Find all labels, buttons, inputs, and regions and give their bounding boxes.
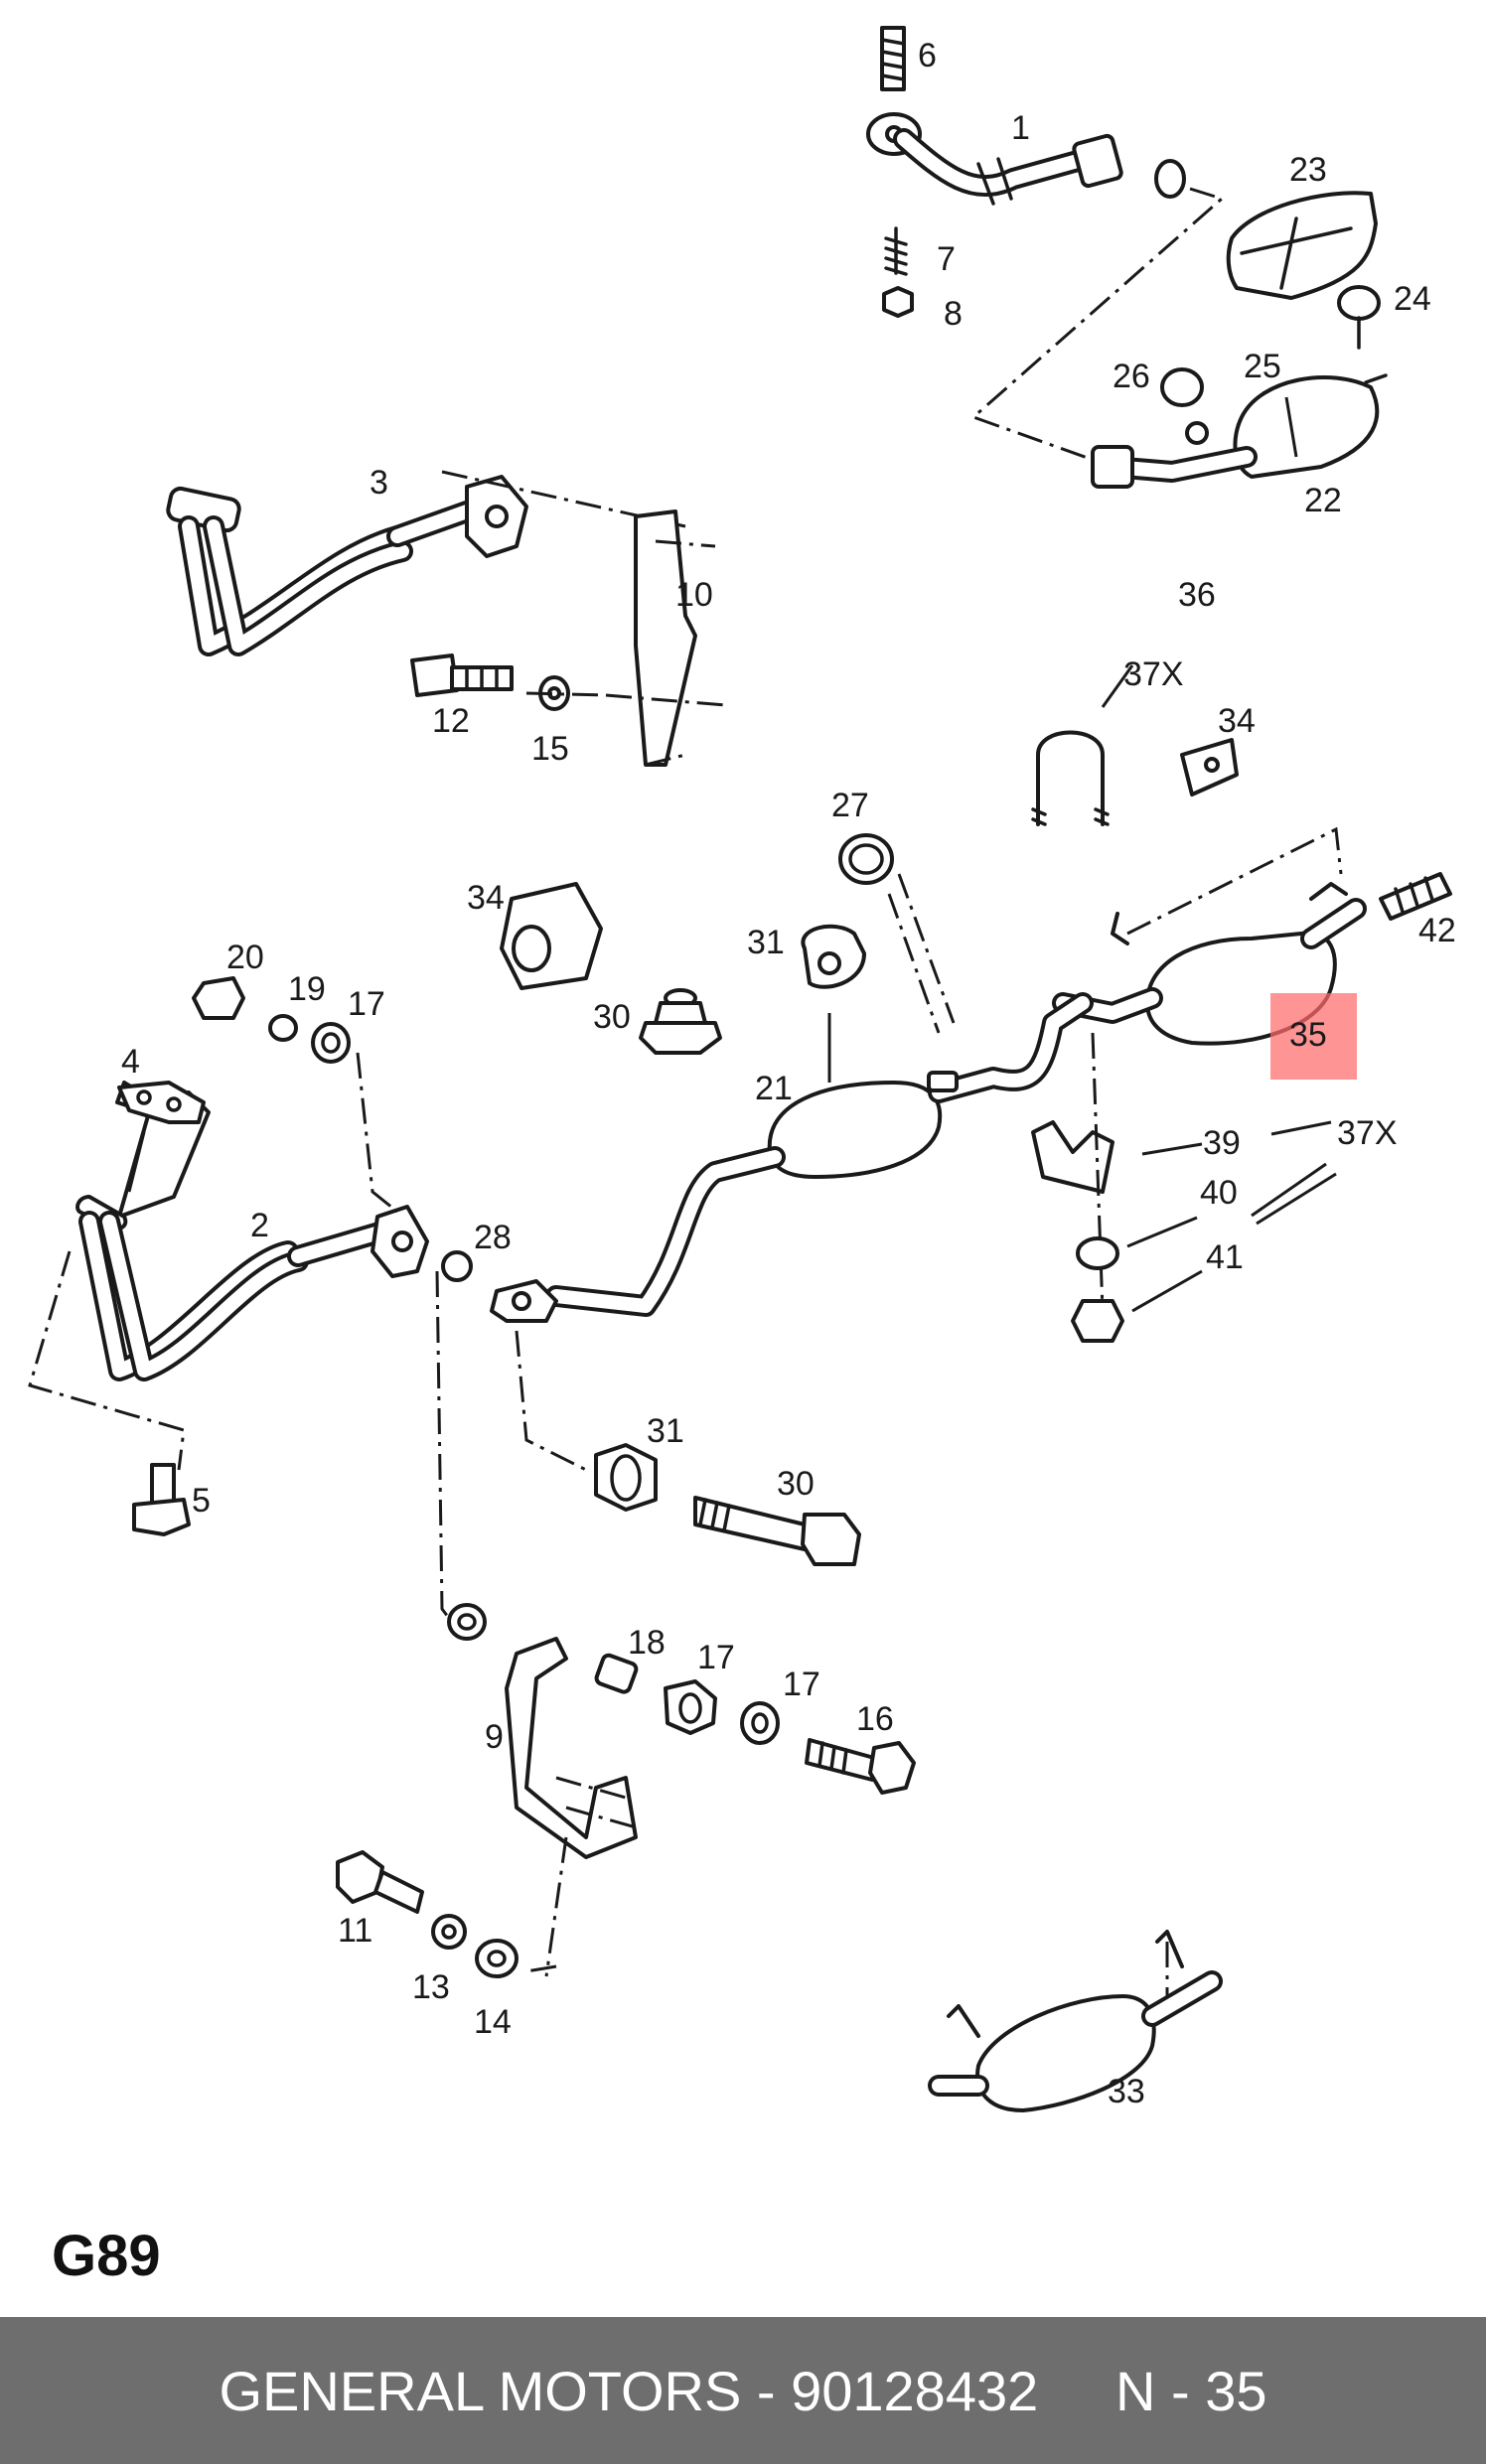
front-pipe-top-assembly [866,26,1388,489]
callout-27[interactable]: 26 [1113,358,1150,395]
callout-1[interactable]: 1 [1011,109,1030,147]
callout-10[interactable]: 10 [675,576,713,614]
callout-17-top[interactable]: 17 [348,985,385,1023]
callout-14[interactable]: 14 [474,2003,512,2041]
callout-2[interactable]: 2 [250,1207,269,1244]
callout-37X-top[interactable]: 36 [1178,576,1216,614]
callout-25[interactable]: 24 [1394,280,1431,318]
callout-20[interactable]: 19 [288,970,326,1008]
callout-28[interactable]: 27 [831,787,869,824]
callout-37X-mid[interactable]: 37X [1337,1114,1398,1152]
exhaust-system-diagram: 6 1 23 7 24 8 25 26 3 22 10 36 37X 12 34… [28,26,1456,2112]
callout-8[interactable]: 8 [944,295,963,333]
callout-26[interactable]: 25 [1244,348,1281,385]
part-number-caption: GENERAL MOTORS - 90128432 N - 35 [219,2359,1267,2422]
callout-30[interactable]: 30 [777,1465,815,1503]
rear-silencer-assembly [1031,664,1452,1343]
callout-4[interactable]: 4 [121,1043,140,1081]
footer-bar: GENERAL MOTORS - 90128432 N - 35 [0,2317,1486,2464]
manifold-3-assembly [166,470,726,767]
callout-34-left[interactable]: 34 [467,879,505,917]
callout-31[interactable]: 31 [647,1412,684,1450]
callout-40[interactable]: 40 [1200,1174,1238,1212]
callout-5[interactable]: 5 [192,1482,211,1520]
callout-15[interactable]: 15 [531,730,569,768]
callout-39[interactable]: 39 [1203,1124,1241,1162]
callout-21[interactable]: 20 [226,939,264,976]
alternative-silencer-36 [928,1930,1223,2112]
callout-35[interactable]: 35 [1289,1016,1327,1054]
callout-19[interactable]: 18 [628,1624,666,1662]
middle-pipe-assembly [28,833,1094,1536]
callout-12[interactable]: 12 [432,702,470,740]
callout-29[interactable]: 28 [474,1219,512,1256]
part-35-highlight[interactable] [1270,993,1357,1080]
callout-18[interactable]: 17 [697,1639,735,1676]
callout-labels: 6 1 23 7 24 8 25 26 3 22 10 36 37X 12 34… [121,37,1456,2110]
callout-42[interactable]: 42 [1418,912,1456,949]
callout-32[interactable]: 30 [593,998,631,1036]
callout-6[interactable]: 6 [918,37,937,74]
callout-13[interactable]: 13 [412,1968,450,2006]
callout-7[interactable]: 7 [937,240,956,278]
callout-9[interactable]: 9 [485,1718,504,1756]
callout-36[interactable]: 33 [1108,2073,1145,2110]
callout-3[interactable]: 3 [370,464,388,502]
callout-41[interactable]: 41 [1206,1238,1244,1276]
callout-23[interactable]: 22 [1304,482,1342,519]
callout-16[interactable]: 16 [856,1700,894,1738]
callout-17-bottom[interactable]: 17 [783,1666,820,1703]
callout-24[interactable]: 23 [1289,151,1327,189]
callout-22[interactable]: 21 [755,1070,793,1107]
callout-34-right[interactable]: 34 [1218,702,1256,740]
diagram-code: G89 [52,2224,161,2288]
callout-11[interactable]: 11 [338,1912,372,1950]
callout-38[interactable]: 37X [1123,655,1184,693]
lower-fastener-assembly [336,1270,916,1978]
callout-33[interactable]: 31 [747,924,785,961]
